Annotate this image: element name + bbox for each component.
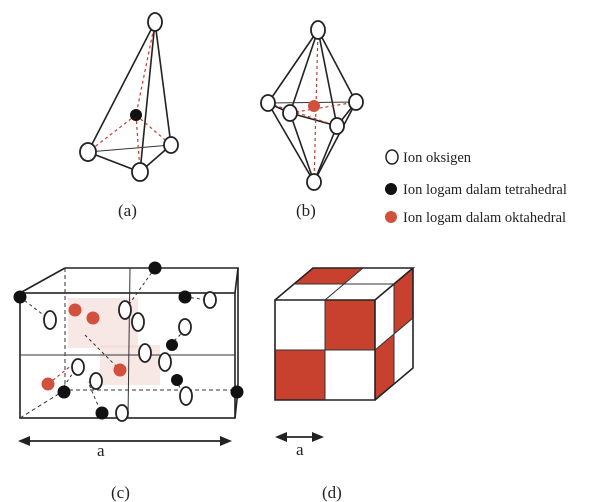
tetrahedral-metal-ion	[171, 374, 183, 386]
oxygen-ion	[260, 94, 276, 112]
oxygen-ion	[131, 162, 149, 182]
panel-label-b: (b)	[296, 201, 316, 220]
tetrahedral-metal-ion	[130, 109, 142, 121]
oxygen-ion	[131, 312, 145, 332]
tetrahedral-metal-ion	[178, 290, 192, 304]
oxygen-ion	[43, 310, 57, 330]
oxygen-ion	[89, 372, 103, 390]
dimension-arrow-d	[275, 432, 324, 442]
tetrahedral-metal-ion	[13, 290, 27, 304]
oxygen-ion	[147, 12, 163, 32]
legend-tetrahedral-label: Ion logam dalam tetrahedral	[403, 182, 567, 198]
tetrahedron-figure	[79, 12, 179, 182]
legend-oxygen-icon	[385, 149, 399, 165]
tetrahedral-metal-ion	[57, 385, 71, 399]
octahedral-metal-ion	[68, 303, 82, 317]
dimension-label-d: a	[296, 440, 304, 459]
tetrahedral-metal-ion	[95, 406, 109, 420]
octahedral-metal-ion	[86, 311, 100, 325]
oxygen-ion	[158, 352, 172, 372]
oxygen-ion	[71, 358, 85, 376]
oxygen-ion	[115, 404, 129, 422]
oxygen-ion	[282, 104, 298, 122]
oxygen-ion	[138, 343, 152, 363]
oxygen-ion	[163, 136, 179, 154]
oxygen-ion	[79, 142, 97, 162]
octahedral-metal-ion	[308, 100, 320, 112]
panel-label-c: (c)	[111, 483, 130, 502]
dimension-arrow-c	[18, 436, 232, 446]
tetrahedral-metal-ion	[230, 385, 244, 399]
tetrahedral-metal-ion	[148, 261, 162, 275]
oxygen-ion	[348, 93, 364, 111]
oxygen-ion	[118, 300, 132, 320]
oxygen-ion	[329, 117, 345, 135]
octahedral-metal-ion	[41, 377, 55, 391]
panel-label-a: (a)	[118, 201, 137, 220]
oxygen-ion	[306, 173, 322, 191]
panel-label-d: (d)	[322, 483, 342, 502]
legend-octahedral-label: Ion logam dalam oktahedral	[403, 210, 566, 226]
oxygen-ion	[178, 318, 192, 336]
legend-oxygen-label: Ion oksigen	[403, 150, 472, 166]
octahedral-metal-ion	[113, 363, 127, 377]
legend: Ion oksigen Ion logam dalam tetrahedral …	[385, 149, 567, 226]
oxygen-ion	[203, 291, 217, 309]
octahedron-figure	[260, 20, 364, 191]
dimension-label-c: a	[97, 441, 105, 460]
checkered-cube	[274, 267, 416, 401]
oxygen-ion	[179, 386, 193, 406]
legend-octahedral-icon	[385, 211, 397, 223]
spinel-unit-cell	[13, 261, 244, 422]
oxygen-ion	[310, 20, 326, 40]
legend-tetrahedral-icon	[385, 183, 397, 195]
tetrahedral-metal-ion	[166, 339, 178, 351]
